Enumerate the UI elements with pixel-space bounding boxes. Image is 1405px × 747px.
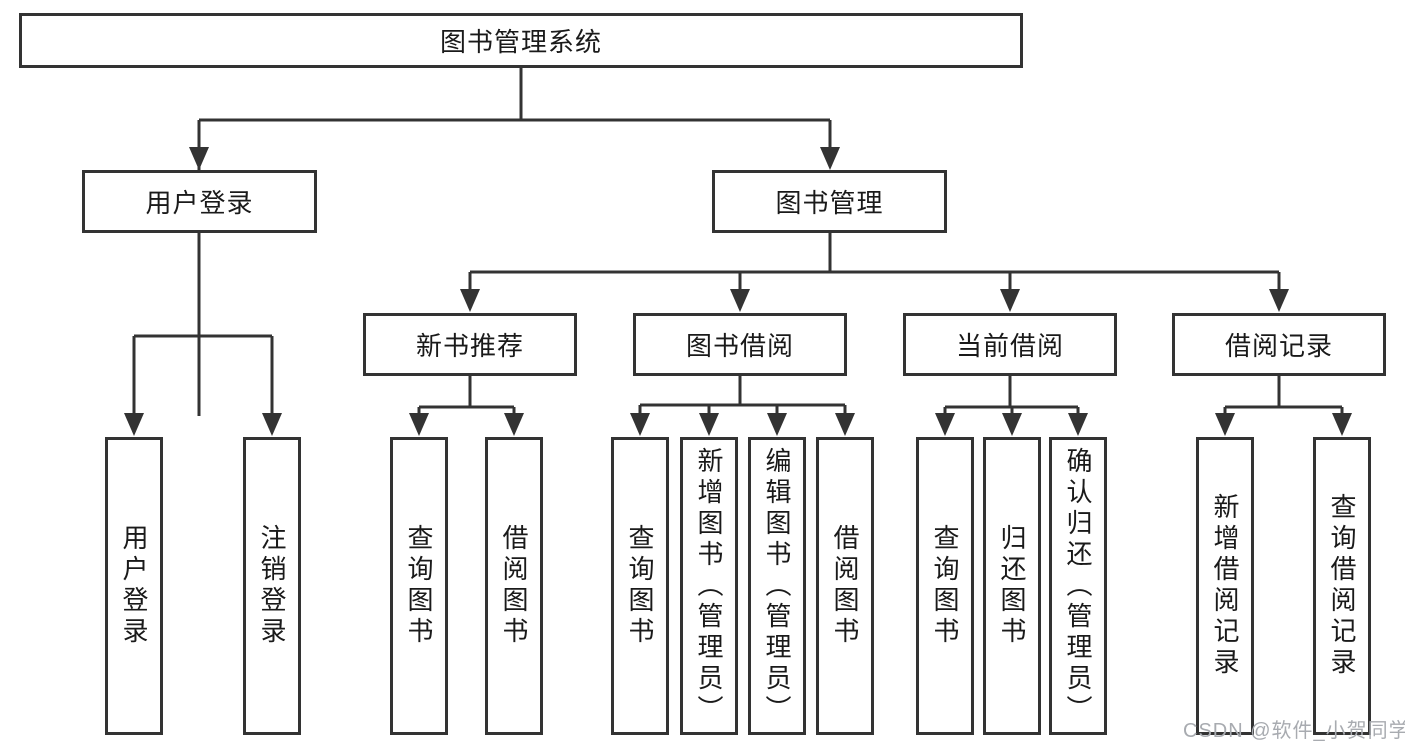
node-leaf-return-book-label: 归还图书 xyxy=(997,524,1027,648)
node-leaf-user-login: 用户登录 xyxy=(105,437,163,735)
node-leaf-confirm-return-admin: 确认归还（管理员） xyxy=(1049,437,1107,735)
node-section-book-borrow: 图书借阅 xyxy=(633,313,847,376)
node-user-login-branch: 用户登录 xyxy=(82,170,317,233)
node-leaf-borrow-books: 借阅图书 xyxy=(816,437,874,735)
csdn-watermark: CSDN @软件_小贺同学 xyxy=(1183,720,1405,742)
node-leaf-query-books-current: 查询图书 xyxy=(916,437,974,735)
node-leaf-add-borrow-record-label: 新增借阅记录 xyxy=(1210,493,1240,679)
node-leaf-query-books-borrow-label: 查询图书 xyxy=(625,524,655,648)
connector-book-management-to-sections xyxy=(460,233,1289,312)
connector-current-borrow-to-leaves xyxy=(935,376,1088,436)
node-leaf-borrow-books-label: 借阅图书 xyxy=(830,524,860,648)
node-book-management-branch: 图书管理 xyxy=(712,170,947,233)
node-root-library-system: 图书管理系统 xyxy=(19,13,1023,68)
node-leaf-confirm-return-admin-label: 确认归还（管理员） xyxy=(1063,446,1093,726)
node-leaf-edit-book-admin: 编辑图书（管理员） xyxy=(748,437,806,735)
connector-root-to-branches xyxy=(189,68,840,416)
node-leaf-query-books-recommend: 查询图书 xyxy=(390,437,448,735)
node-leaf-add-book-admin-label: 新增图书（管理员） xyxy=(694,446,724,726)
connector-new-book-to-leaves xyxy=(409,376,524,436)
node-section-borrow-records: 借阅记录 xyxy=(1172,313,1386,376)
node-leaf-query-borrow-record-label: 查询借阅记录 xyxy=(1327,493,1357,679)
connector-user-login-to-leaves xyxy=(124,233,282,436)
node-leaf-query-books-borrow: 查询图书 xyxy=(611,437,669,735)
connector-book-borrow-to-leaves xyxy=(630,376,855,436)
node-section-current-borrow: 当前借阅 xyxy=(903,313,1117,376)
node-leaf-logout: 注销登录 xyxy=(243,437,301,735)
node-leaf-edit-book-admin-label: 编辑图书（管理员） xyxy=(762,446,792,726)
node-leaf-add-borrow-record: 新增借阅记录 xyxy=(1196,437,1254,735)
node-leaf-query-borrow-record: 查询借阅记录 xyxy=(1313,437,1371,735)
node-leaf-return-book: 归还图书 xyxy=(983,437,1041,735)
node-leaf-query-books-recommend-label: 查询图书 xyxy=(404,524,434,648)
node-leaf-query-books-current-label: 查询图书 xyxy=(930,524,960,648)
node-leaf-logout-label: 注销登录 xyxy=(257,524,287,648)
node-leaf-add-book-admin: 新增图书（管理员） xyxy=(680,437,738,735)
connector-borrow-records-to-leaves xyxy=(1215,376,1352,436)
node-leaf-borrow-books-recommend-label: 借阅图书 xyxy=(499,524,529,648)
node-section-new-book-recommend: 新书推荐 xyxy=(363,313,577,376)
node-leaf-borrow-books-recommend: 借阅图书 xyxy=(485,437,543,735)
node-leaf-user-login-label: 用户登录 xyxy=(119,524,149,648)
